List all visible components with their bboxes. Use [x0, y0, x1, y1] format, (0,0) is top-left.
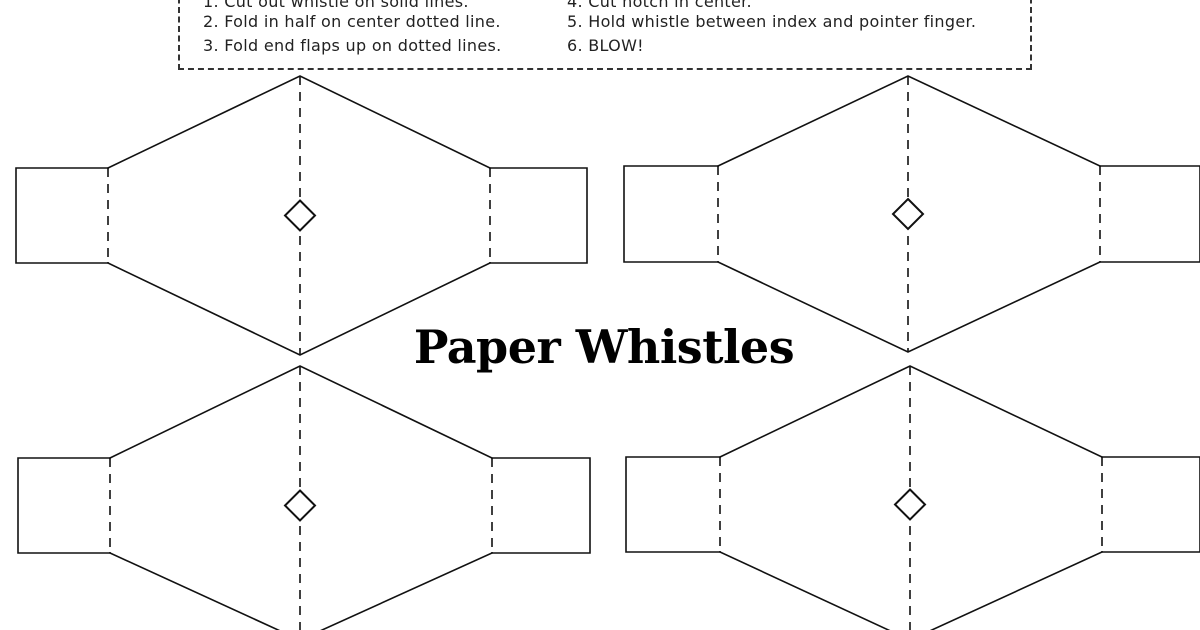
page-title: Paper Whistles: [413, 320, 795, 374]
whistle-template-2: [623, 75, 1200, 353]
instruction-step-5: 5. Hold whistle between index and pointe…: [567, 12, 977, 31]
center-notch: [283, 489, 317, 522]
whistle-template-1: [15, 75, 588, 356]
whistle-right-flap: [492, 457, 591, 554]
whistle-left-flap: [17, 457, 110, 554]
whistle-template-3: [17, 365, 591, 630]
whistle-template-4: [625, 365, 1200, 630]
instruction-step-3: 3. Fold end flaps up on dotted lines.: [203, 36, 502, 55]
instructions-box: [178, 0, 1032, 70]
center-notch: [891, 197, 925, 231]
whistle-right-flap: [490, 167, 588, 264]
whistle-left-flap: [625, 456, 720, 553]
instruction-step-6: 6. BLOW!: [567, 36, 644, 55]
instruction-step-4: 4. Cut notch in center.: [567, 0, 752, 11]
instruction-step-1: 1. Cut out whistle on solid lines.: [203, 0, 469, 11]
whistle-left-flap: [623, 165, 718, 263]
instruction-step-2: 2. Fold in half on center dotted line.: [203, 12, 501, 31]
center-notch: [893, 488, 927, 521]
whistle-left-flap: [15, 167, 108, 264]
whistle-right-flap: [1102, 456, 1200, 553]
center-notch: [283, 199, 317, 232]
whistle-right-flap: [1100, 165, 1200, 263]
